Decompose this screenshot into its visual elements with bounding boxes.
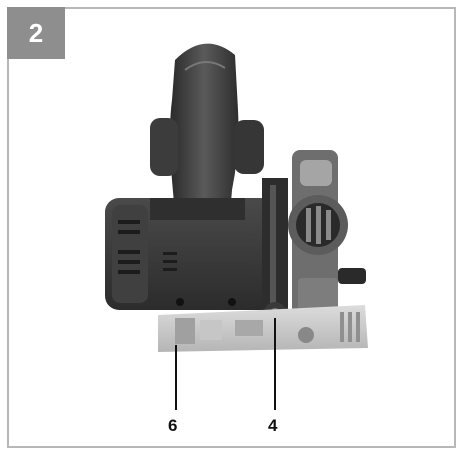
motor-housing xyxy=(105,198,275,310)
callout-4-label: 4 xyxy=(268,416,278,435)
base-plate xyxy=(158,305,368,352)
rear-handle xyxy=(150,43,264,215)
figure-number-badge: 2 xyxy=(7,7,65,59)
blade-guard xyxy=(262,150,366,330)
callout-6-leader xyxy=(175,345,177,410)
callout-6-label: 6 xyxy=(168,416,178,435)
callout-4-leader xyxy=(274,318,276,410)
